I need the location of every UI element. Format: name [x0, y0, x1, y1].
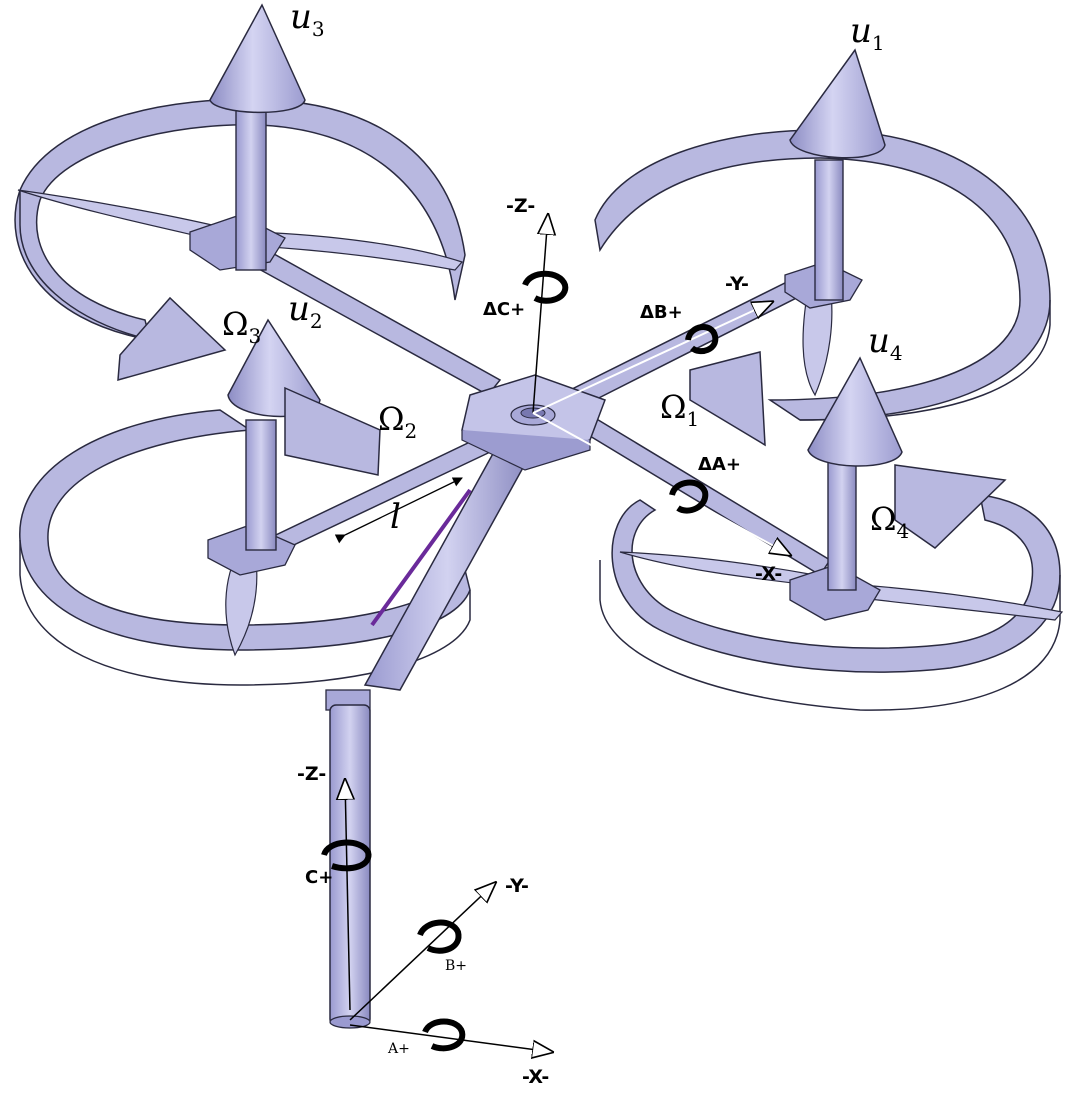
base-post: [325, 689, 371, 1029]
arm-length-indicator: [334, 477, 463, 544]
label-arm-length: l: [390, 497, 401, 537]
rotation-arrowhead-4: [894, 464, 1007, 549]
rotor-guard-4: [599, 494, 1061, 711]
label-omega4: Ω4: [870, 500, 909, 543]
rotation-arrowhead-2: [284, 386, 381, 476]
rotation-icon-c: [321, 839, 372, 872]
rotation-icon-delta-c: [522, 270, 569, 304]
propeller-2: [225, 547, 258, 657]
thrust-arrow-2: [227, 318, 321, 551]
body-y-axis: [532, 302, 772, 414]
label-b-rotation: B+: [445, 958, 467, 974]
label-u3: u3: [290, 0, 325, 41]
thrust-arrow-1: [789, 48, 886, 301]
thrust-arrow-3: [209, 3, 306, 271]
body-z-axis: [532, 215, 548, 414]
rotation-icon-a: [422, 1018, 466, 1052]
label-delta-a-rotation: ΔA+: [698, 454, 741, 475]
label-body-y-axis: -Y-: [725, 273, 749, 295]
label-a-rotation: A+: [387, 1041, 410, 1057]
label-u2: u2: [288, 289, 323, 333]
label-body-x-axis: -X-: [755, 563, 782, 585]
rotation-icon-b: [417, 919, 462, 954]
label-base-y-axis: -Y-: [505, 875, 529, 897]
label-omega1: Ω1: [660, 388, 699, 431]
label-u4: u4: [868, 321, 903, 365]
label-omega3: Ω3: [222, 305, 261, 348]
label-omega2: Ω2: [378, 400, 417, 443]
rotation-icon-delta-a: [669, 479, 709, 514]
thrust-arrow-4: [807, 356, 903, 591]
label-delta-b-rotation: ΔB+: [640, 302, 683, 323]
rotation-arrowhead-1: [689, 351, 766, 447]
label-delta-c-rotation: ΔC+: [483, 299, 525, 320]
rotation-arrowhead-3: [117, 296, 227, 382]
base-y-axis: [349, 883, 495, 1021]
label-u1: u1: [850, 11, 885, 55]
label-base-z-axis: -Z-: [297, 763, 326, 785]
rotation-icon-delta-b: [685, 324, 719, 355]
body-x-axis: [532, 412, 790, 555]
base-z-axis: [345, 780, 350, 1011]
label-c-rotation: C+: [305, 867, 333, 888]
label-body-z-axis: -Z-: [506, 195, 535, 217]
label-base-x-axis: -X-: [522, 1066, 549, 1088]
base-x-axis: [349, 1024, 552, 1052]
